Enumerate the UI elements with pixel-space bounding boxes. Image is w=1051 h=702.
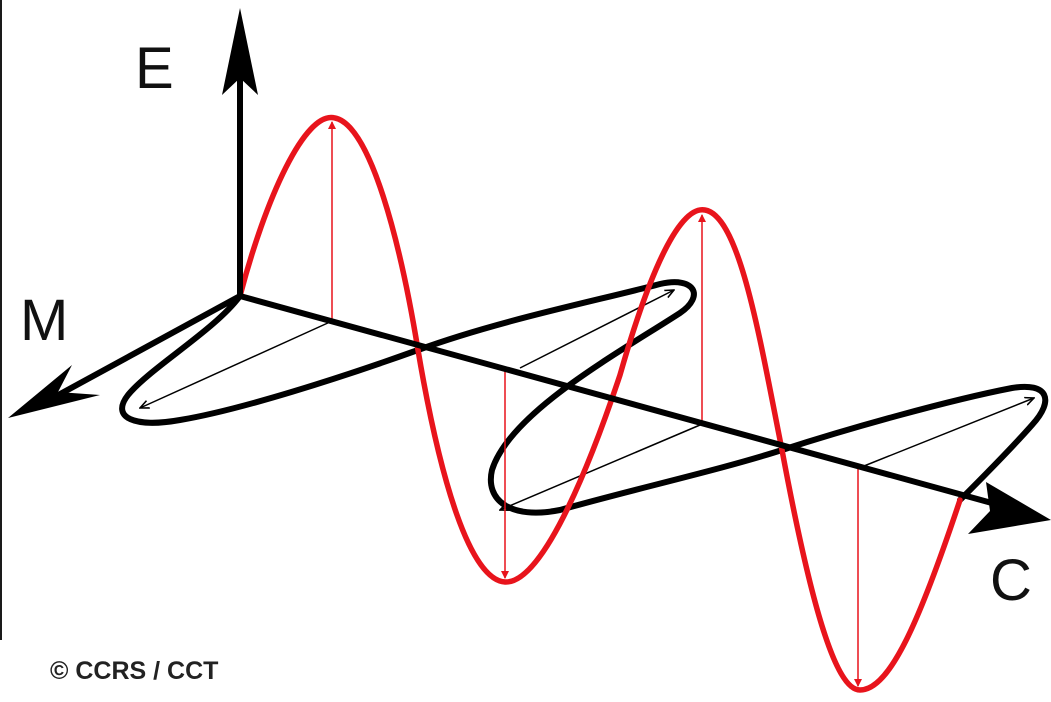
electric-field-vectors [332, 122, 858, 686]
copyright-credit: © CCRS / CCT [50, 657, 218, 685]
e-axis-label: E [135, 36, 174, 101]
c-axis-label: C [990, 548, 1032, 613]
electric-wave [240, 118, 960, 690]
magnetic-loop-1 [122, 296, 418, 423]
m-axis-label: M [20, 288, 68, 353]
magnetic-vector-4 [864, 398, 1034, 466]
